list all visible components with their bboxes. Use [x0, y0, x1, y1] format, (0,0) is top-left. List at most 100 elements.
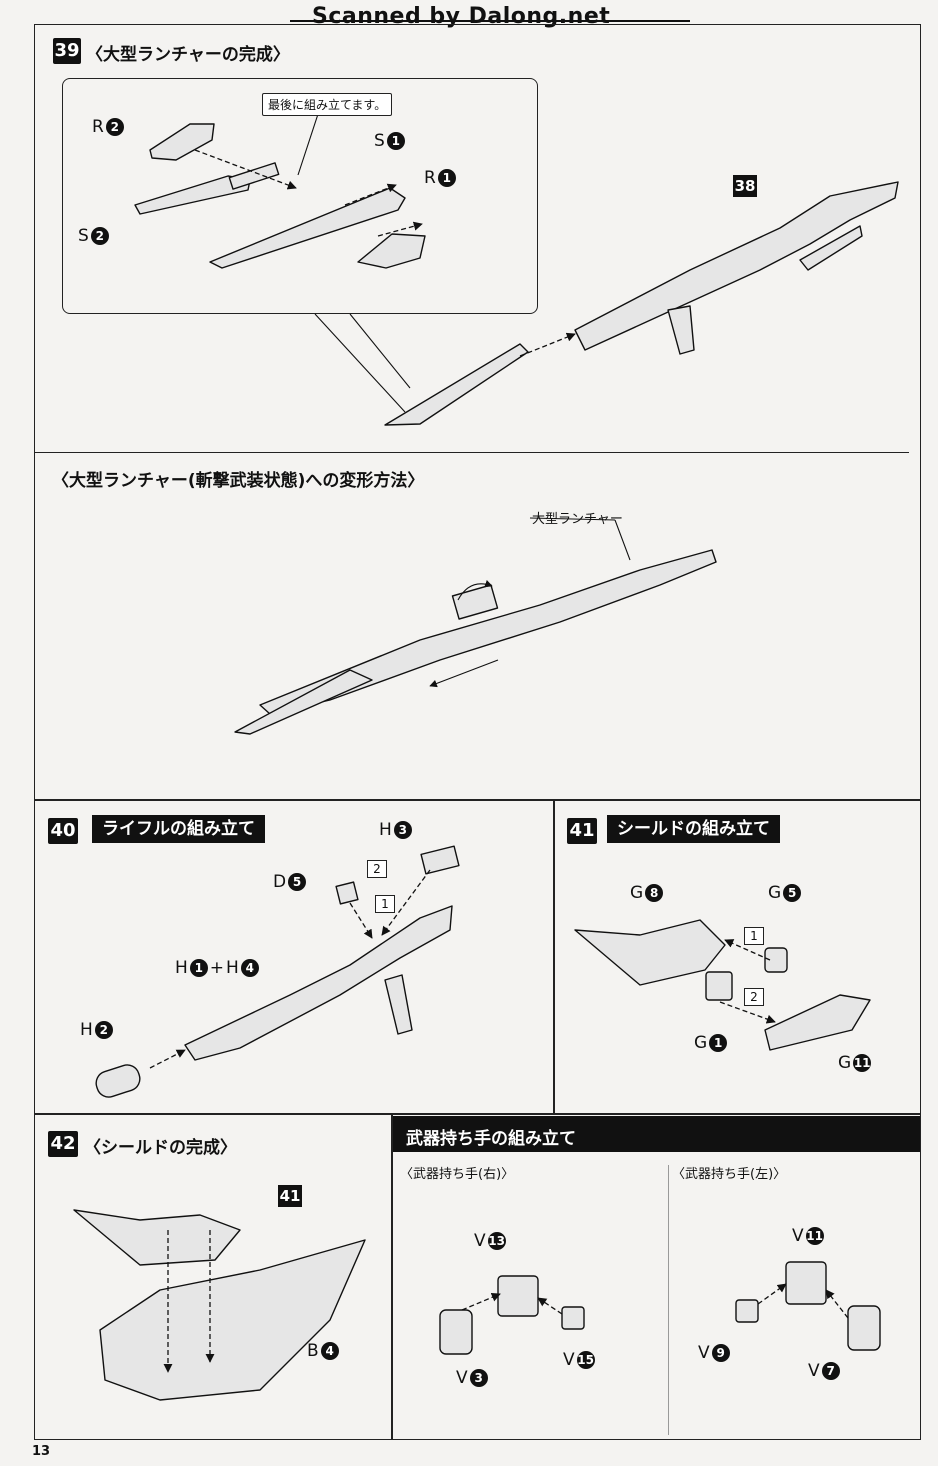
- v3-part: [439, 1309, 473, 1355]
- h2-part: [95, 1064, 141, 1098]
- part-number: 11: [853, 1054, 872, 1072]
- part-number: 4: [320, 1342, 339, 1360]
- d5-part: [335, 881, 359, 905]
- part-label-v3: V 3: [456, 1368, 488, 1388]
- part-letter: H: [175, 958, 188, 978]
- part-letter: V: [563, 1350, 575, 1370]
- step40-order-1: 1: [375, 895, 395, 913]
- r1-part: [357, 233, 426, 269]
- part-number: 15: [576, 1351, 595, 1369]
- part-letter: G: [694, 1033, 708, 1053]
- step41-number: 41: [567, 818, 597, 844]
- part-number: 3: [469, 1369, 488, 1387]
- s2-part: [134, 175, 251, 215]
- g5-part: [764, 947, 788, 973]
- step40-title: ライフルの組み立て: [92, 815, 265, 843]
- part-number: 8: [645, 884, 664, 902]
- plus-sign: +: [209, 958, 225, 978]
- lower-part: [228, 162, 280, 190]
- g1-part: [705, 971, 733, 1001]
- section-divider: [34, 452, 909, 453]
- part-label-h3: H 3: [379, 820, 412, 840]
- step42-ref: 41: [278, 1185, 302, 1207]
- hands-title: 武器持ち手の組み立て: [406, 1129, 576, 1149]
- part-number: 9: [711, 1344, 730, 1362]
- page-number: 13: [32, 1444, 51, 1459]
- part-letter: V: [456, 1368, 468, 1388]
- part-label-s1: S 1: [374, 131, 405, 151]
- part-letter: H: [226, 958, 239, 978]
- step41-order-2: 2: [744, 988, 764, 1006]
- part-letter: D: [273, 872, 287, 892]
- step39-callout: 最後に組み立てます。: [262, 93, 393, 116]
- step40-frame: [34, 800, 554, 1114]
- hands-title-bar: [393, 1116, 920, 1152]
- launcher-grip: [667, 305, 695, 355]
- launcher-blade: [384, 343, 529, 426]
- part-label-h2: H 2: [80, 1020, 113, 1040]
- v13-part: [497, 1275, 539, 1317]
- s1-part: [209, 187, 406, 269]
- part-label-g8: G 8: [630, 883, 664, 903]
- part-label-g11: G 11: [838, 1053, 872, 1073]
- part-number: 2: [105, 118, 124, 136]
- part-number: 11: [805, 1227, 824, 1245]
- part-letter: V: [792, 1226, 804, 1246]
- watermark-underline: [290, 20, 690, 22]
- step39-ref: 38: [733, 175, 757, 197]
- part-letter: S: [78, 226, 89, 246]
- part-letter: G: [768, 883, 782, 903]
- step41-title: シールドの組み立て: [607, 815, 780, 843]
- part-number: 1: [386, 132, 405, 150]
- part-label-r1: R 1: [424, 168, 456, 188]
- step41-frame: [554, 800, 921, 1114]
- section-frame-top: [34, 24, 921, 800]
- part-number: 13: [487, 1232, 506, 1250]
- hands-divider: [668, 1165, 669, 1435]
- part-letter: H: [379, 820, 392, 840]
- hands-left-title: 〈武器持ち手(左)〉: [672, 1167, 787, 1182]
- part-number: 5: [783, 884, 802, 902]
- rifle-body: [184, 905, 453, 1061]
- step42-frame: [34, 1114, 392, 1440]
- g11-part: [764, 994, 871, 1051]
- part-letter: V: [474, 1231, 486, 1251]
- part-letter: R: [424, 168, 436, 188]
- part-number: 3: [393, 821, 412, 839]
- hands-right-title: 〈武器持ち手(右)〉: [400, 1167, 515, 1182]
- part-letter: R: [92, 117, 104, 137]
- part-letter: S: [374, 131, 385, 151]
- part-label-v9: V 9: [698, 1343, 730, 1363]
- h3-part: [420, 845, 460, 875]
- part-number: 7: [821, 1362, 840, 1380]
- part-number: 5: [288, 873, 307, 891]
- step39-title: 〈大型ランチャーの完成〉: [86, 45, 290, 65]
- step39-number: 39: [53, 38, 81, 64]
- v11-part: [785, 1261, 827, 1305]
- part-label-d5: D 5: [273, 872, 307, 892]
- part-letter: V: [808, 1361, 820, 1381]
- transform-block: [451, 584, 499, 620]
- step40-number: 40: [48, 818, 78, 844]
- part-number: 4: [240, 959, 259, 977]
- step41-order-1: 1: [744, 927, 764, 945]
- step40-order-2: 2: [367, 860, 387, 878]
- part-label-s2: S 2: [78, 226, 109, 246]
- part-label-b4: B 4: [307, 1341, 339, 1361]
- launcher-tip: [799, 225, 863, 271]
- transform-blade: [234, 669, 373, 735]
- part-letter: H: [80, 1020, 93, 1040]
- transform-title: 〈大型ランチャー(斬撃武装状態)への変形方法〉: [52, 471, 425, 491]
- part-label-v15: V 15: [563, 1350, 595, 1370]
- g8-part: [574, 919, 726, 986]
- step42-title: 〈シールドの完成〉: [84, 1138, 237, 1158]
- part-label-v13: V 13: [474, 1231, 506, 1251]
- part-letter: G: [630, 883, 644, 903]
- step42-number: 42: [48, 1131, 78, 1157]
- part-number: 2: [94, 1021, 113, 1039]
- part-label-h1-h4: H 1 + H 4: [175, 958, 259, 978]
- v7-part: [847, 1305, 881, 1351]
- v15-part: [561, 1306, 585, 1330]
- part-label-g5: G 5: [768, 883, 802, 903]
